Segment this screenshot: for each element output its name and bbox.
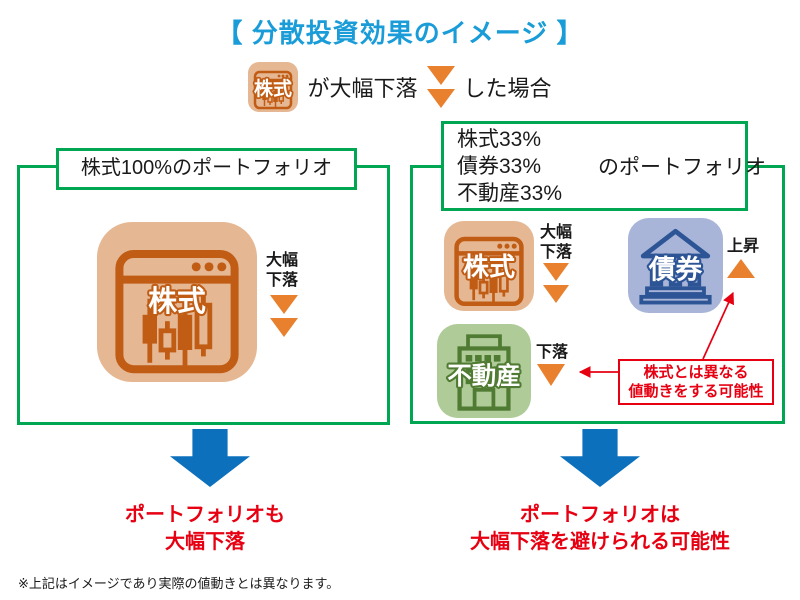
down-triangle-icon bbox=[270, 318, 298, 337]
scenario-text-before: が大幅下落 bbox=[307, 76, 418, 101]
left-drop-triangles bbox=[270, 295, 298, 337]
up-triangle-icon bbox=[727, 259, 755, 278]
movement-label-drop: 下落 bbox=[536, 344, 569, 361]
estate-icon-label: 不動産 bbox=[447, 361, 520, 390]
movement-label-sharp-drop-left: 大幅 下落 bbox=[266, 252, 299, 289]
stock-icon-large: 株式 bbox=[97, 222, 257, 382]
down-triangle-icon bbox=[543, 285, 569, 303]
page-title: 【 分散投資効果のイメージ 】 bbox=[216, 18, 584, 48]
right-stock-drop-triangles bbox=[543, 263, 569, 303]
estate-icon: 不動産 bbox=[437, 324, 531, 418]
down-triangle-icon bbox=[426, 89, 455, 108]
down-triangle-icon bbox=[426, 66, 455, 85]
outcome-right: ポートフォリオは 大幅下落を避けられる可能性 bbox=[470, 504, 730, 553]
allocation-line-estate: 不動産33% bbox=[457, 181, 563, 205]
single-asset-panel-title: 株式100%のポートフォリオ bbox=[56, 148, 357, 190]
stock-icon-medium-label: 株式 bbox=[463, 252, 515, 282]
diversified-panel-title: 株式33% 債券33% 不動産33% のポートフォリオ bbox=[441, 121, 766, 211]
allocation-line-stock: 株式33% bbox=[457, 127, 542, 151]
scenario-text-after: した場合 bbox=[463, 76, 552, 101]
callout-box: 株式とは異なる 値動きをする可能性 bbox=[618, 359, 774, 405]
bond-icon-label: 債券 bbox=[648, 254, 703, 284]
stock-icon-large-label: 株式 bbox=[148, 286, 206, 318]
movement-label-rise: 上昇 bbox=[727, 238, 760, 255]
down-triangle-icon bbox=[537, 364, 565, 386]
portfolio-suffix: のポートフォリオ bbox=[598, 156, 767, 179]
scenario-row: 株式 が大幅下落 した場合 bbox=[0, 62, 800, 112]
bond-icon: 債券 bbox=[628, 218, 723, 313]
callout-line-2: 値動きをする可能性 bbox=[628, 383, 764, 400]
outcome-left: ポートフォリオも 大幅下落 bbox=[125, 504, 285, 553]
big-down-arrow-left bbox=[170, 429, 250, 487]
footnote: ※上記はイメージであり実際の値動きとは異なります。 bbox=[18, 576, 340, 591]
scenario-drop-triangles bbox=[426, 66, 455, 108]
down-triangle-icon bbox=[543, 263, 569, 281]
allocation-lines: 株式33% 債券33% 不動産33% bbox=[457, 126, 562, 207]
stock-icon-small-label: 株式 bbox=[254, 77, 292, 100]
allocation-line-bond: 債券33% bbox=[457, 154, 542, 178]
stock-icon-medium: 株式 bbox=[444, 221, 534, 311]
callout-line-1: 株式とは異なる bbox=[643, 364, 749, 381]
down-triangle-icon bbox=[270, 295, 298, 314]
big-down-arrow-right bbox=[560, 429, 640, 487]
movement-label-sharp-drop-right: 大幅 下落 bbox=[540, 224, 573, 261]
stock-icon-small: 株式 bbox=[248, 62, 299, 112]
